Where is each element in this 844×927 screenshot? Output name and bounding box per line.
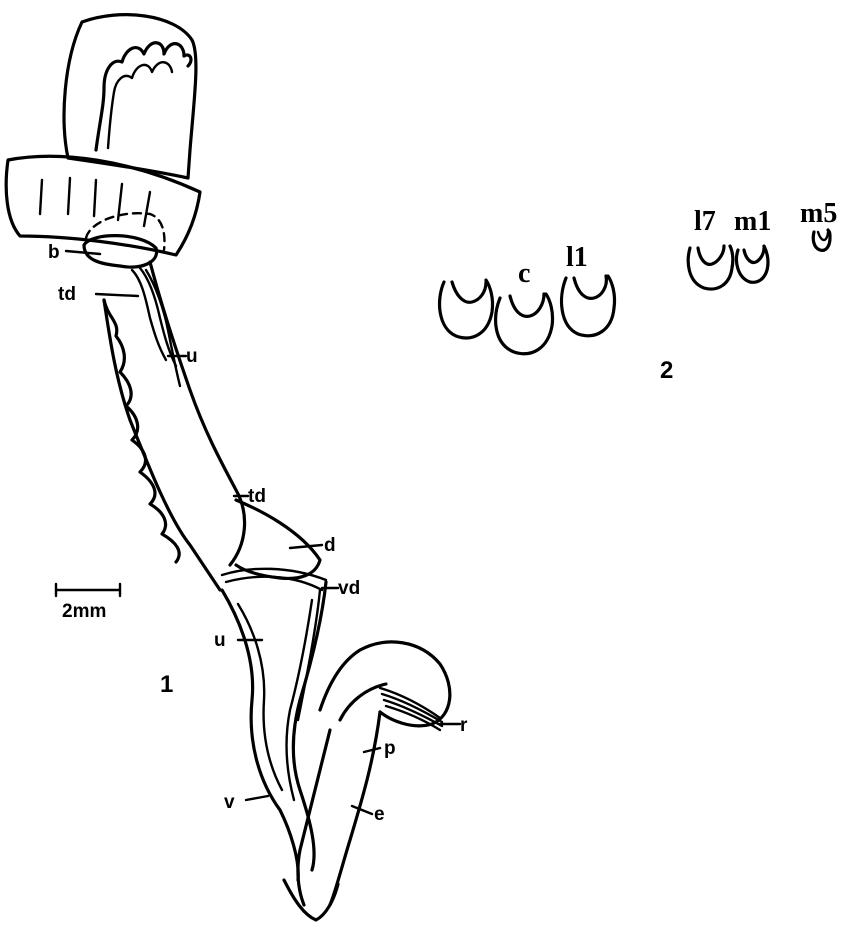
albumen-gland [64,15,196,178]
figure-2-labels: c l1 l7 m1 m5 [518,198,837,289]
tooth-label-m1: m1 [734,206,771,237]
upper-band [6,156,200,255]
label-u-lower: u [214,630,226,651]
label-p: p [384,738,396,759]
genital-atrium [284,880,338,920]
penis [298,730,330,905]
figure-1-labels: b td u td d vd u r p v e [48,242,468,825]
diverticulum [236,500,320,578]
label-b: b [48,242,60,263]
figure-1-number: 1 [160,671,173,698]
vas-deferens [298,590,320,720]
tooth-label-l7: l7 [694,206,716,237]
label-d: d [324,535,336,556]
tooth-label-l1: l1 [566,242,588,273]
label-e: e [374,804,385,825]
figure-2-teeth [440,230,830,354]
hermaphrodite-duct-inner [108,62,172,148]
tooth-l7 [688,246,733,289]
scale-bar-label: 2mm [62,601,106,622]
figure-1-drawing [6,15,450,920]
scale-bar: 2mm [56,584,120,622]
tooth-label-c: c [518,258,530,289]
tooth-label-m5: m5 [800,198,837,229]
spermoviduct-lobes [104,300,179,562]
label-r: r [460,715,468,736]
label-td-upper: td [58,284,76,305]
label-v: v [224,792,235,813]
label-td-lower: td [248,486,266,507]
label-vd: vd [338,578,360,599]
label-u-upper: u [186,346,198,367]
figure-2-number: 2 [660,357,673,384]
